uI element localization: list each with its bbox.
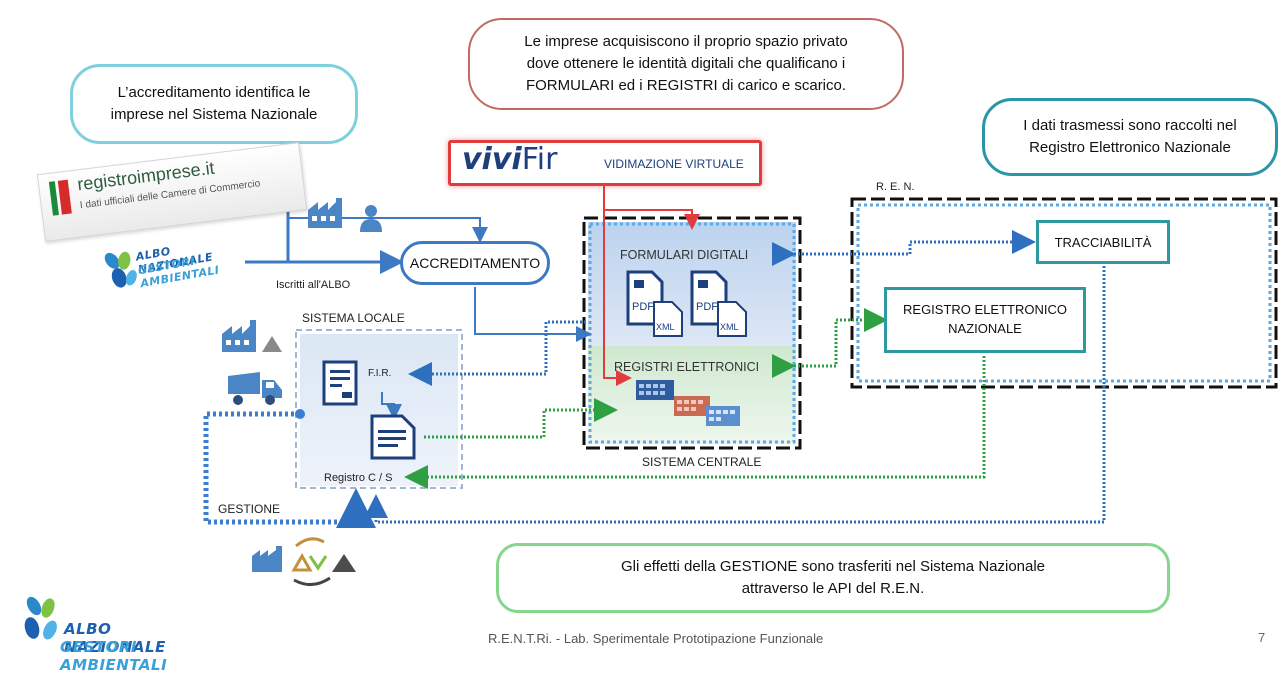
registri-area <box>588 346 796 444</box>
albo-logo-top: ALBO NAZIONALE GESTORI AMBIENTALI <box>96 221 255 310</box>
sistema-locale-area <box>300 334 458 486</box>
gestione-label: GESTIONE <box>218 502 281 516</box>
iscritti-albo-label: Iscritti all'ALBO <box>276 279 351 291</box>
ren-callout: I dati trasmessi sono raccolti nel Regis… <box>982 98 1278 176</box>
factory-icon <box>222 320 282 352</box>
formulari-digitali-label: FORMULARI DIGITALI <box>620 248 749 262</box>
pdf-text: PDF <box>632 301 654 313</box>
recycle-icon <box>252 537 356 586</box>
accreditamento-node: ACCREDITAMENTO <box>400 241 550 285</box>
truck-icon <box>228 372 282 405</box>
ren-label: R. E. N. <box>876 181 915 193</box>
sistema-centrale-label: SISTEMA CENTRALE <box>642 455 762 469</box>
registro-nazionale-node: REGISTRO ELETTRONICO NAZIONALE <box>884 287 1086 353</box>
registro-cs-label: Registro C / S <box>324 472 393 484</box>
waste-pile-icon <box>262 336 282 352</box>
vivifir-brand-bold: vivi <box>462 142 522 177</box>
leaf-icon <box>104 251 137 288</box>
albo-bottom-line2: GESTORI AMBIENTALI <box>60 638 168 674</box>
vivifir-box <box>448 140 762 186</box>
fir-label: F.I.R. <box>368 368 392 379</box>
vivifir-subtitle: VIDIMAZIONE VIRTUALE <box>604 157 744 171</box>
diagram-connectors <box>203 182 1278 528</box>
factory-icon <box>252 546 282 572</box>
register-grid-icon <box>636 380 740 426</box>
vivifir-logo: viviFir <box>462 142 557 177</box>
waste-pile-icon <box>332 554 356 572</box>
xml-file-icon: XML <box>653 301 683 337</box>
registri-elettronici-label: REGISTRI ELETTRONICI <box>614 360 760 374</box>
page-number: 7 <box>1258 630 1266 645</box>
tracciabilita-node: TRACCIABILITÀ <box>1036 220 1170 264</box>
vivifir-brand-light: Fir <box>521 142 558 177</box>
sistema-locale-label: SISTEMA LOCALE <box>302 311 405 325</box>
pdf-text: PDF <box>696 301 718 313</box>
registro-imprese-mark <box>48 181 59 216</box>
document-icon <box>322 360 358 406</box>
factory-icon <box>308 198 342 228</box>
document-icon <box>370 414 416 460</box>
imprese-callout: Le imprese acquisiscono il proprio spazi… <box>468 18 904 110</box>
albo-bottom-line1: ALBO NAZIONALE <box>64 620 166 656</box>
xml-file-icon: XML <box>717 301 747 337</box>
xml-text: XML <box>656 322 675 332</box>
xml-text: XML <box>720 322 739 332</box>
leaf-icon <box>24 596 57 640</box>
gestione-callout: Gli effetti della GESTIONE sono trasferi… <box>496 543 1170 613</box>
registro-imprese-mark-red <box>57 179 72 215</box>
person-icon <box>360 205 382 232</box>
accreditamento-callout: L’accreditamento identifica le imprese n… <box>70 64 358 144</box>
footer-text: R.E.N.T.Ri. - Lab. Sperimentale Prototip… <box>488 631 824 646</box>
albo-logo-bottom: ALBO NAZIONALE GESTORI AMBIENTALI <box>18 596 218 674</box>
